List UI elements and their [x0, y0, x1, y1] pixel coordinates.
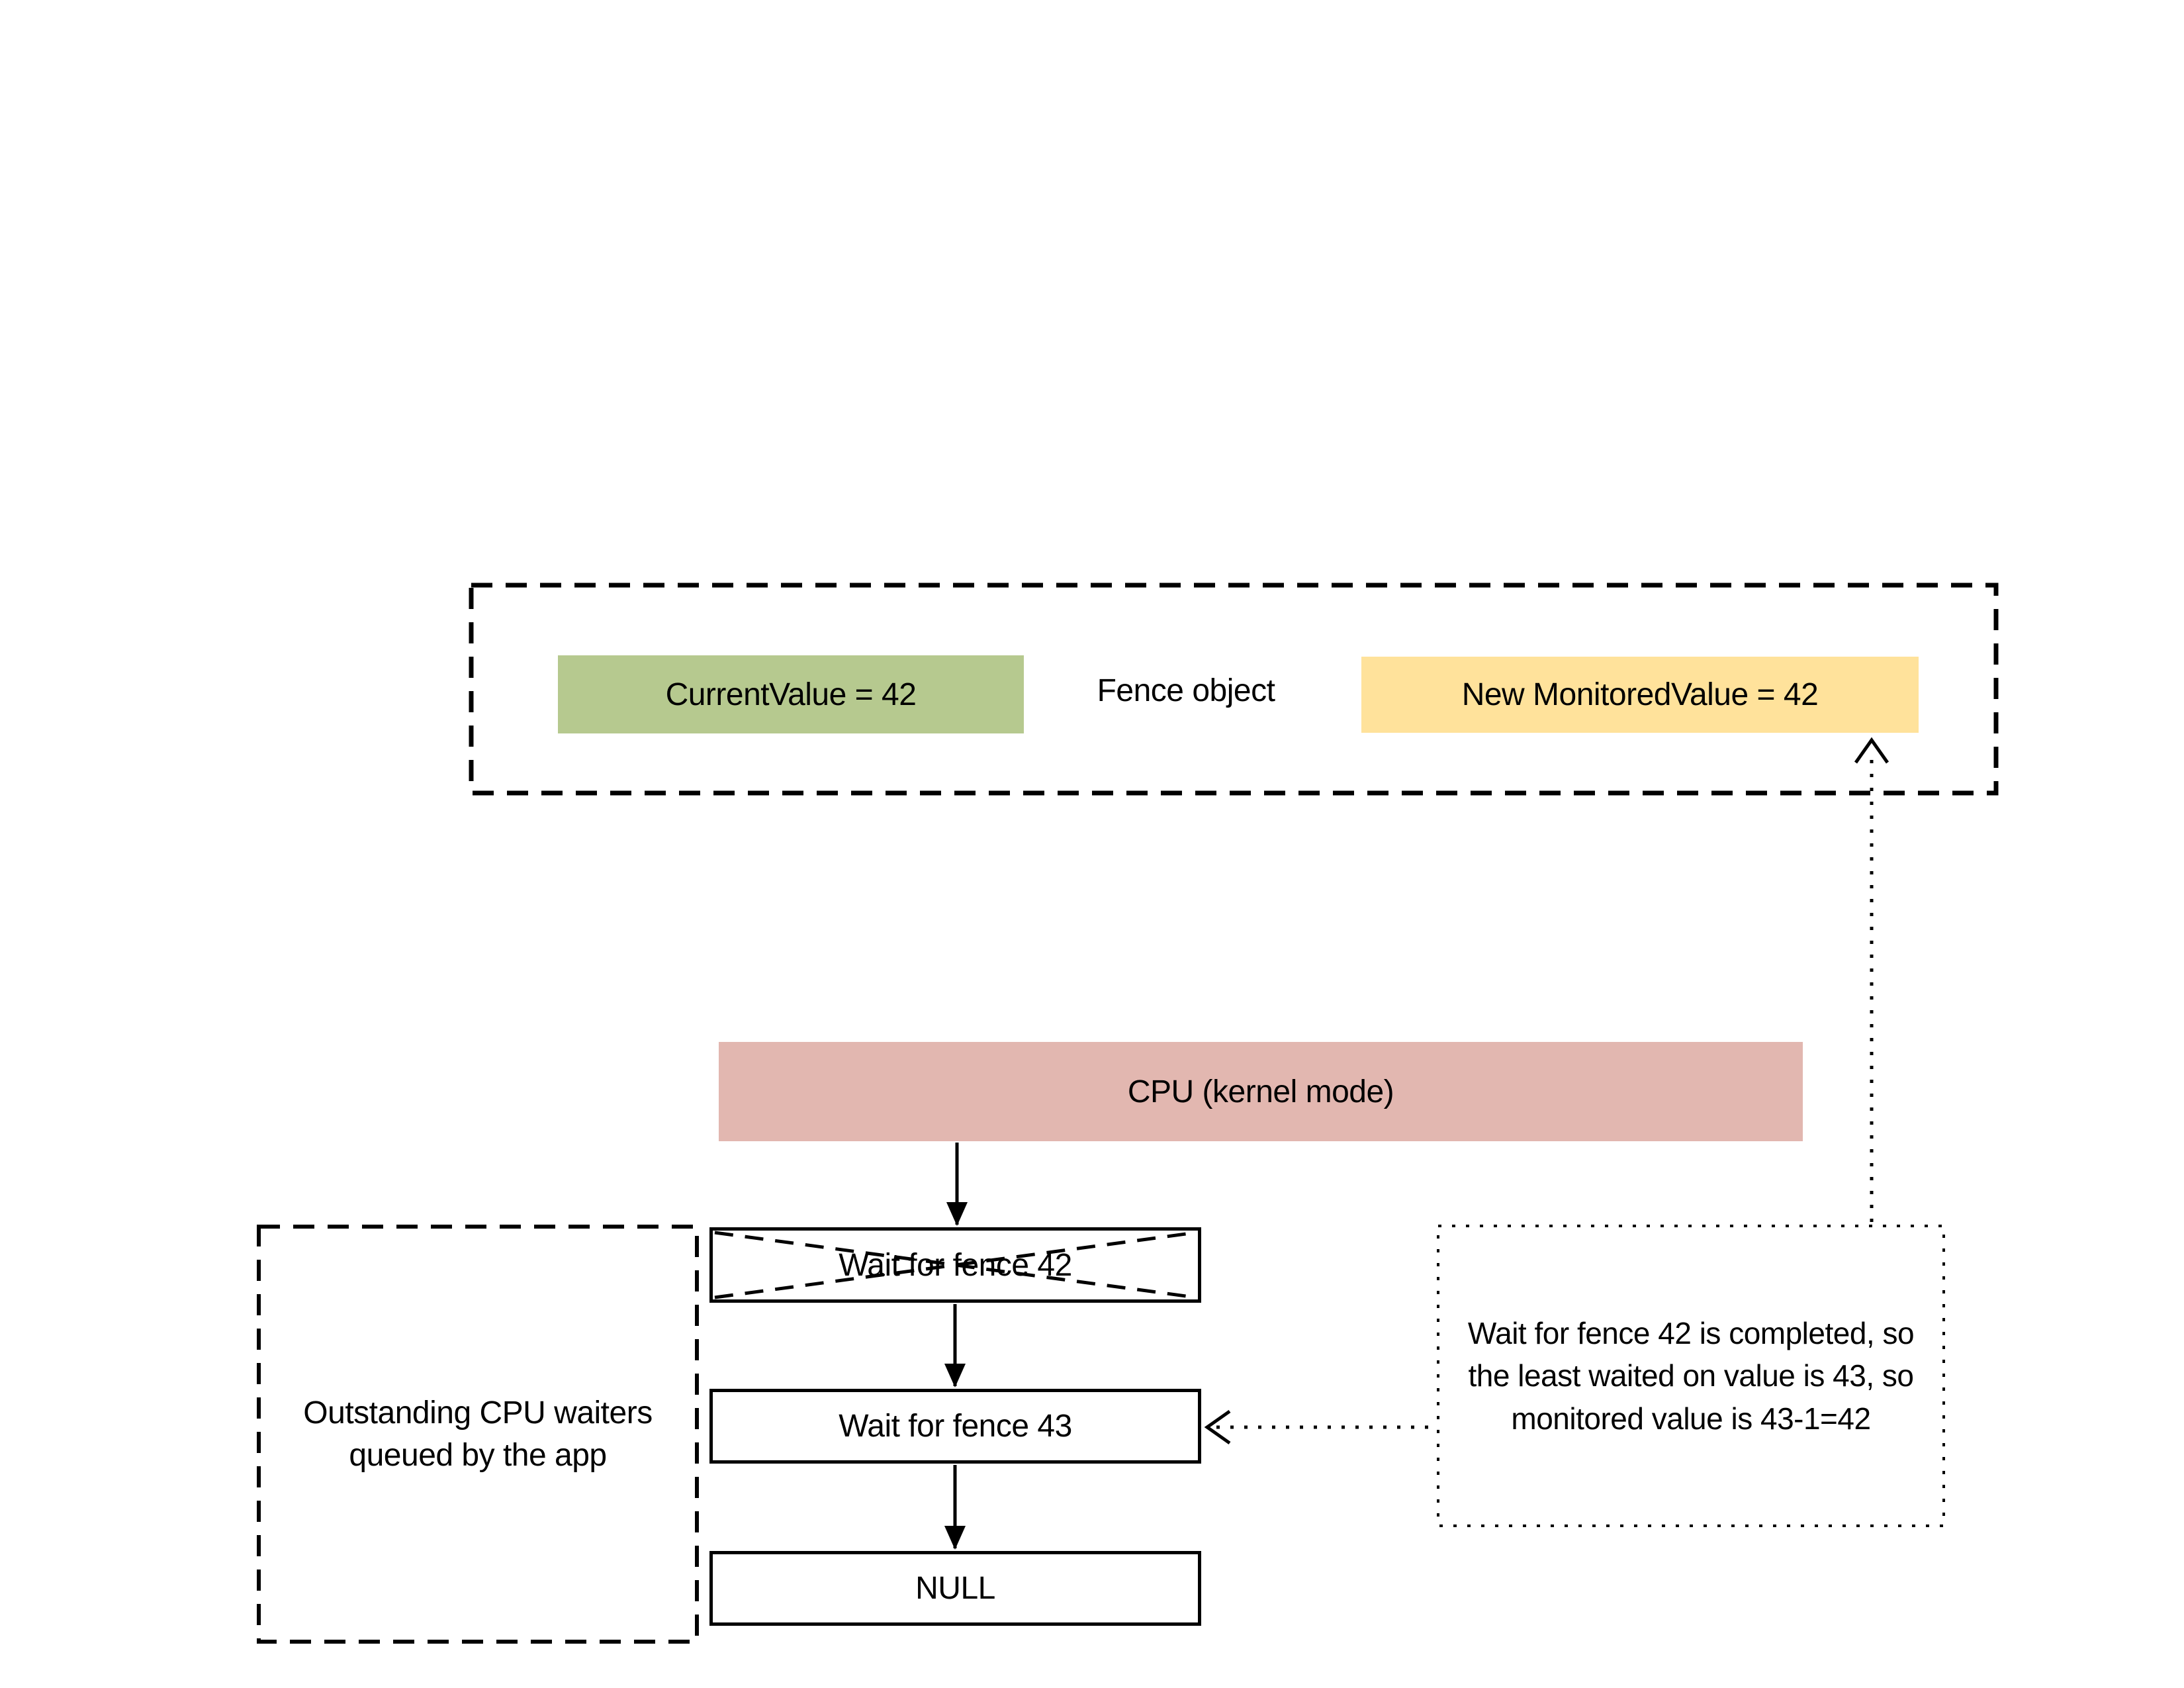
dotted-arrow-note-to-wait43	[1204, 1409, 1437, 1445]
current-value-label: CurrentValue = 42	[665, 677, 917, 712]
chevron-up-icon	[1854, 737, 1889, 764]
wait-for-fence-43-label: Wait for fence 43	[839, 1409, 1072, 1444]
fence-object-title: Fence object	[1054, 655, 1318, 726]
wait-for-fence-42-label: Wait for fence 42	[839, 1247, 1072, 1283]
wait-for-fence-43-box: Wait for fence 43	[709, 1389, 1201, 1464]
monitored-value-note-line2: the least waited on value is 43, so	[1468, 1358, 1914, 1393]
wait-for-fence-42-box: Wait for fence 42	[709, 1227, 1201, 1303]
monitored-value-explanation-note: Wait for fence 42 is completed, so the l…	[1438, 1226, 1944, 1526]
new-monitored-value-label: New MonitoredValue = 42	[1461, 677, 1819, 712]
null-terminator-label: NULL	[915, 1571, 995, 1606]
monitored-value-note-line3: monitored value is 43-1=42	[1511, 1401, 1871, 1436]
monitored-value-note-line1: Wait for fence 42 is completed, so	[1467, 1315, 1915, 1350]
null-terminator-box: NULL	[709, 1551, 1201, 1626]
chevron-left-icon	[1204, 1409, 1231, 1445]
cpu-kernel-mode-box: CPU (kernel mode)	[719, 1042, 1803, 1141]
outstanding-waiters-note-line1: Outstanding CPU waiters	[303, 1395, 653, 1431]
dotted-arrow-note-to-monitored-value	[1854, 737, 1889, 1225]
outstanding-waiters-note: Outstanding CPU waiters queued by the ap…	[259, 1227, 697, 1642]
outstanding-waiters-note-line2: queued by the app	[349, 1437, 607, 1473]
cpu-kernel-mode-label: CPU (kernel mode)	[1127, 1074, 1394, 1109]
current-value-box: CurrentValue = 42	[558, 655, 1024, 733]
fence-object-title-text: Fence object	[1097, 673, 1275, 708]
new-monitored-value-box: New MonitoredValue = 42	[1361, 657, 1919, 733]
